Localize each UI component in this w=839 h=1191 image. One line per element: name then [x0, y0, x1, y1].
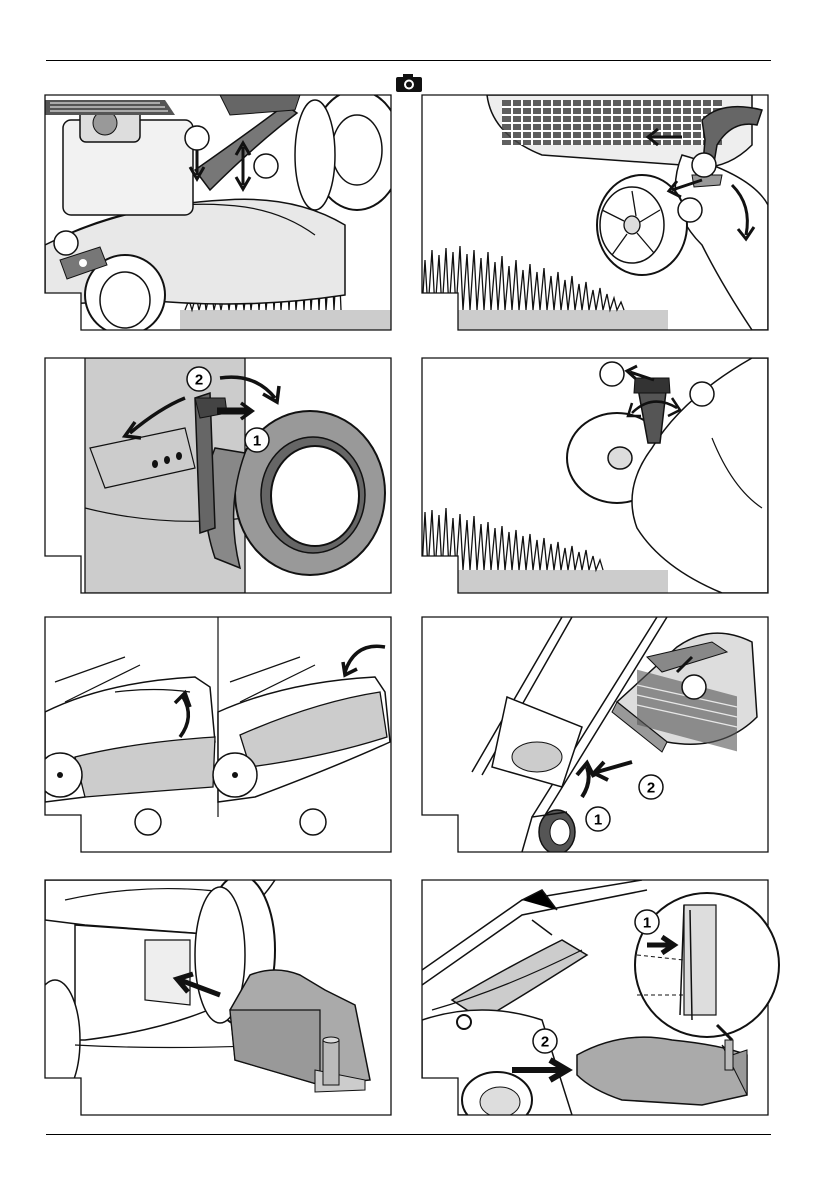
callout-label: 2	[195, 372, 203, 389]
figure-engine-lever	[45, 95, 391, 330]
figure-handle-wheel	[422, 95, 768, 330]
camera-icon	[395, 73, 423, 93]
callout-circle: 2	[187, 367, 211, 391]
callout-circle	[600, 362, 624, 386]
callout-label: 1	[643, 915, 651, 932]
callout-circle	[682, 675, 706, 699]
callout-circle	[254, 154, 278, 178]
bottom-rule	[46, 1134, 771, 1135]
callout-circle: 1	[586, 807, 610, 831]
callout-circle	[135, 809, 161, 835]
callout-circle: 1	[245, 428, 269, 452]
callout-circle	[300, 809, 326, 835]
figure-wheel-hub-lever	[422, 358, 768, 593]
top-rule	[46, 60, 771, 61]
figure-mulch-insert	[45, 880, 391, 1115]
callout-label: 2	[541, 1034, 549, 1051]
figure-side-discharge: 1 2	[422, 880, 768, 1115]
figure-grass-bag-attach: 1 2	[422, 617, 768, 852]
callout-circle	[692, 153, 716, 177]
callout-circle	[690, 382, 714, 406]
callout-circle	[54, 231, 78, 255]
figure-cover-open-close	[45, 617, 391, 852]
callout-label: 2	[647, 780, 655, 797]
callout-circle: 1	[635, 910, 659, 934]
figure-wheel-lever-closeup: 2 1	[45, 358, 391, 593]
callout-label: 1	[594, 812, 602, 829]
callout-circle	[185, 126, 209, 150]
callout-circle: 2	[533, 1029, 557, 1053]
callout-circle: 2	[639, 775, 663, 799]
callout-circle	[678, 198, 702, 222]
callout-label: 1	[253, 433, 261, 450]
